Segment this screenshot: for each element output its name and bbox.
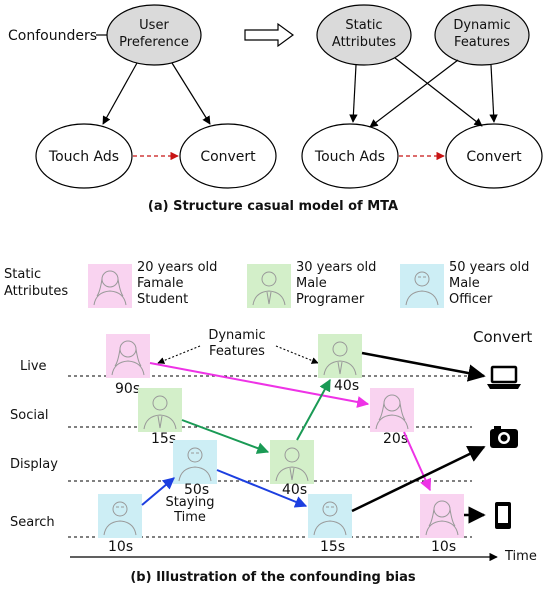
phone-icon (495, 502, 511, 529)
caption-b: (b) Illustration of the confounding bias (130, 570, 416, 585)
female-avatar-icon (93, 270, 127, 306)
duration-live-female: 90s (115, 381, 140, 397)
persona-female (88, 264, 132, 308)
male-avatar-icon (143, 395, 177, 430)
touch-live-female (106, 334, 150, 378)
dynamic-features-line1: Dynamic (453, 18, 510, 33)
duration-search-officer-2: 15s (320, 539, 345, 555)
officer-avatar-icon (405, 271, 439, 306)
user-preference-line2: Preference (119, 35, 189, 50)
dynamic-features-node (434, 4, 530, 66)
convert-label-a: Convert (200, 149, 256, 165)
channel-search-label: Search (10, 515, 55, 530)
static-attributes-line1: Static (345, 18, 382, 33)
touch-ads-label-a: Touch Ads (48, 149, 119, 165)
static-attributes-line2: Attributes (332, 35, 396, 50)
persona-male-line1: 30 years old (296, 260, 376, 275)
dynamic-features-line2: Features (454, 35, 510, 50)
officer-avatar-icon (313, 501, 347, 536)
duration-social-male: 15s (151, 431, 176, 447)
path-male-display-to-live (296, 378, 331, 441)
persona-female-line3: Student (137, 292, 188, 307)
path-officer-display-to-search (216, 469, 308, 508)
path-officer-convert (351, 445, 486, 513)
duration-display-officer: 50s (184, 482, 209, 498)
user-preference-node (106, 4, 202, 66)
female-avatar-icon (111, 340, 145, 376)
persona-male-line3: Programer (296, 292, 365, 307)
laptop-icon (487, 365, 521, 389)
dynamic-features-label-b2: Features (209, 344, 265, 359)
persona-officer-line1: 50 years old (449, 260, 529, 275)
touch-search-female (420, 494, 464, 538)
channel-live-label: Live (20, 359, 47, 374)
staying-time-line1: Staying (165, 495, 214, 510)
officer-avatar-icon (103, 501, 137, 536)
duration-social-female: 20s (383, 431, 408, 447)
convert-node-a (179, 123, 277, 189)
officer-avatar-icon (178, 447, 212, 482)
edge-static-to-convert (394, 57, 483, 127)
touch-social-male (138, 388, 182, 432)
camera-icon (490, 426, 518, 448)
time-axis-label: Time (504, 549, 537, 564)
female-avatar-icon (375, 394, 409, 430)
hollow-arrow-icon (244, 22, 295, 48)
touch-search-officer-2 (308, 494, 352, 538)
touch-display-male (270, 440, 314, 484)
staying-time-line2: Time (173, 510, 206, 525)
convert-label-b: Convert (466, 149, 522, 165)
dynamic-features-label-b1: Dynamic (208, 328, 265, 343)
dynamic-pointer-right (275, 345, 319, 364)
edge-preference-to-touchads (102, 62, 138, 125)
duration-search-officer-1: 10s (108, 539, 133, 555)
persona-male (247, 264, 291, 308)
user-preference-line1: User (139, 18, 169, 33)
persona-officer-line2: Male (449, 276, 480, 291)
persona-officer-line3: Officer (449, 292, 493, 307)
touch-live-male (318, 334, 362, 378)
male-avatar-icon (252, 271, 286, 306)
convert-node-b (445, 123, 543, 189)
caption-a: (a) Structure casual model of MTA (148, 199, 398, 214)
touch-ads-node-a (35, 123, 133, 189)
path-female-live-to-social (149, 362, 370, 408)
persona-male-line2: Male (296, 276, 327, 291)
touch-ads-node-b (301, 123, 399, 189)
path-male-social-to-display (181, 419, 270, 454)
static-attributes-node (316, 4, 412, 66)
touch-search-officer-1 (98, 494, 142, 538)
path-officer-search-to-display (141, 477, 175, 506)
touch-ads-label-b: Touch Ads (314, 149, 385, 165)
female-avatar-icon (425, 500, 459, 536)
touch-display-officer (173, 440, 217, 484)
convert-label-b-heading: Convert (473, 328, 532, 346)
channel-social-label: Social (10, 408, 49, 423)
male-avatar-icon (275, 447, 309, 482)
path-male-convert (361, 351, 486, 382)
edge-dynamic-to-touchads (369, 59, 459, 128)
dynamic-pointer-left (157, 345, 201, 364)
static-attributes-label-b1: Static (4, 267, 41, 282)
channel-display-label: Display (10, 457, 58, 472)
persona-female-line1: 20 years old (137, 260, 217, 275)
path-female-social-to-search (403, 431, 432, 492)
static-attributes-label-b2: Attributes (4, 284, 68, 299)
edge-dynamic-to-convert (489, 64, 498, 123)
male-avatar-icon (323, 341, 357, 376)
duration-display-male: 40s (282, 482, 307, 498)
confounders-label: Confounders (8, 28, 97, 44)
duration-live-male: 40s (334, 378, 359, 394)
duration-search-female: 10s (431, 539, 456, 555)
touch-social-female (370, 388, 414, 432)
edge-static-to-touchads (349, 64, 358, 123)
persona-officer (400, 264, 444, 308)
persona-female-line2: Famale (137, 276, 184, 291)
edge-preference-to-convert (171, 62, 211, 125)
